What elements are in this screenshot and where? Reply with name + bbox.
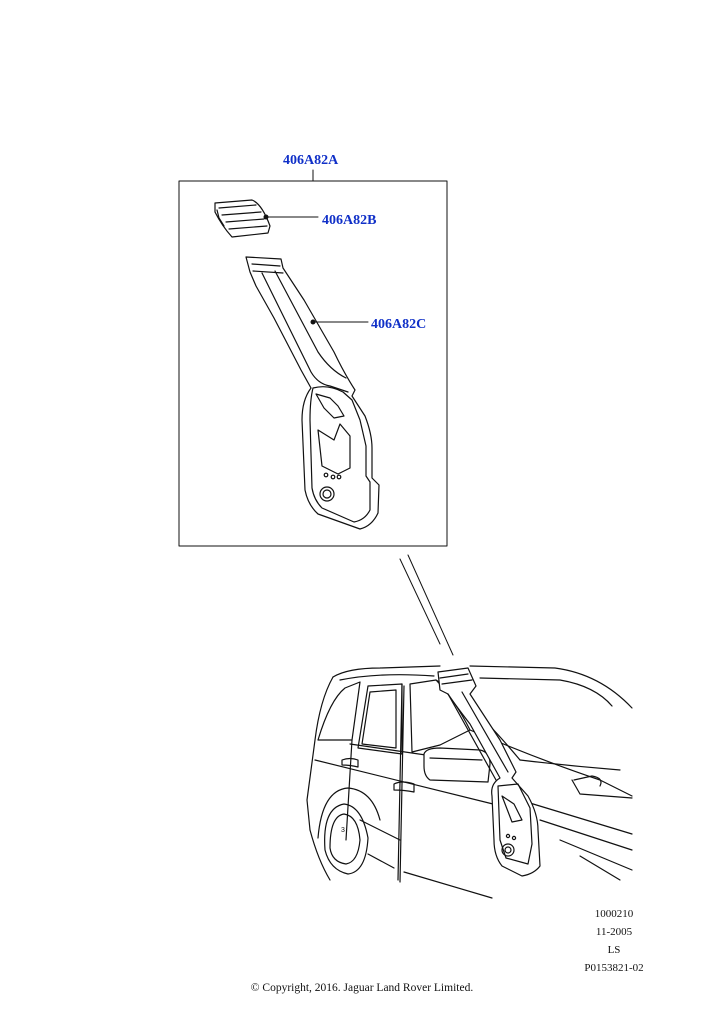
callout-cap-406a82b[interactable]: 406A82B [322, 213, 377, 228]
cap-leader-dot [263, 214, 269, 220]
callout-kit-406a82a[interactable]: 406A82A [283, 153, 339, 168]
pointer-line-1 [399, 558, 441, 645]
vehicle-illustration: 3 [306, 665, 633, 899]
snorkel-body-illustration [245, 256, 380, 530]
pointer-line-2 [407, 554, 454, 656]
svg-text:3: 3 [341, 827, 345, 834]
callout-snorkel-406a82c[interactable]: 406A82C [371, 317, 427, 332]
meta-code: LS [607, 944, 621, 956]
meta-illustration-number: P0153821-02 [584, 962, 644, 974]
meta-date: 11-2005 [595, 926, 633, 938]
copyright-notice: © Copyright, 2016. Jaguar Land Rover Lim… [250, 982, 474, 994]
air-intake-cap-illustration [214, 199, 271, 238]
meta-ref-number: 1000210 [594, 908, 634, 920]
snorkel-leader-dot [310, 319, 316, 325]
